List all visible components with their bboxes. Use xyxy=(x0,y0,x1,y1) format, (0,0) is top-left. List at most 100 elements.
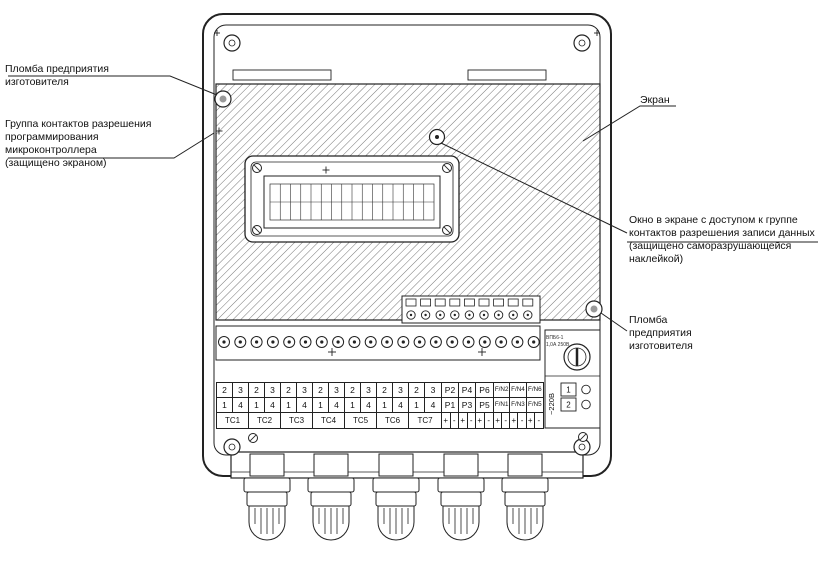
terminal-cell: P2 xyxy=(442,383,459,397)
terminal-cell: + xyxy=(442,413,451,428)
terminal-cell: 4 xyxy=(361,398,377,412)
terminal-cell: + xyxy=(527,413,535,428)
terminal-cell: - xyxy=(487,416,491,425)
plus-marks xyxy=(214,30,600,356)
leader-lines xyxy=(8,75,818,332)
leader-window xyxy=(440,142,628,234)
terminal-cell: 2 xyxy=(313,383,329,397)
power-terminal-1-label: 1 xyxy=(566,386,571,395)
terminal-cell: 2 xyxy=(409,383,425,397)
terminal-cell: F/N1 xyxy=(494,398,511,412)
lcd-bezel-screws xyxy=(252,163,452,235)
voltage-label: ~220В xyxy=(547,393,556,415)
terminal-cell: 1 xyxy=(313,398,329,412)
terminal-cell: TC4 xyxy=(313,413,345,428)
terminal-cell: P4 xyxy=(459,383,476,397)
terminal-cell: + xyxy=(476,413,485,428)
terminal-cell: TC2 xyxy=(249,413,281,428)
terminal-cell: 1 xyxy=(345,398,361,412)
terminal-cell: 2 xyxy=(281,383,297,397)
terminal-cell: F/N5 xyxy=(527,401,542,408)
shield-access-window xyxy=(428,128,446,146)
terminal-cell: - xyxy=(502,413,511,428)
vent-slot xyxy=(467,69,547,81)
terminal-cell: F/N2 xyxy=(494,383,511,397)
terminal-cell: 2 xyxy=(345,383,361,397)
terminal-cell: 1 xyxy=(409,398,425,412)
terminal-cell: 2 xyxy=(217,383,233,397)
terminal-cell: 1 xyxy=(281,398,297,412)
terminal-cell: 1 xyxy=(249,398,265,412)
terminal-cell: - xyxy=(518,413,527,428)
terminal-cell: + xyxy=(459,413,468,428)
terminal-cell: P6 xyxy=(479,385,490,395)
terminal-strip-main xyxy=(215,325,541,361)
power-terminal-2: 2 xyxy=(560,397,591,412)
terminal-cell: + xyxy=(494,413,503,428)
terminal-cell: TC6 xyxy=(377,413,409,428)
terminal-cell: 2 xyxy=(377,383,393,397)
upper-strip-terminals xyxy=(405,298,534,320)
vent-slot xyxy=(232,69,332,81)
terminal-cell: F/N4 xyxy=(510,383,527,397)
terminal-row: +-+-+- xyxy=(494,413,543,428)
power-terminal-1: 1 xyxy=(560,382,591,397)
terminal-cell: 3 xyxy=(361,383,377,397)
leader-programming-contacts xyxy=(8,132,215,159)
label-screen: Экран xyxy=(640,94,670,106)
factory-seals xyxy=(214,90,603,318)
terminal-cell: 3 xyxy=(329,383,345,397)
terminal-cell: + xyxy=(510,413,519,428)
terminal-cell: TC7 xyxy=(417,416,433,425)
terminal-cell: TC5 xyxy=(345,413,377,428)
main-strip-terminals xyxy=(218,336,540,348)
cable-glands xyxy=(243,453,549,541)
label-seal-right: Пломба предприятия изготовителя xyxy=(629,314,693,352)
terminal-cell: 3 xyxy=(430,385,436,395)
terminal-cell: 4 xyxy=(393,398,409,412)
terminal-row: +-+-+- xyxy=(442,413,493,428)
cover-screws xyxy=(248,432,588,443)
terminal-cell: - xyxy=(468,413,476,428)
lcd-character-grid xyxy=(270,184,434,220)
terminal-strip-upper xyxy=(401,295,541,324)
leader-seal-right xyxy=(600,312,628,332)
fuse-label-line1: ВПБ6-1 xyxy=(546,335,564,341)
label-programming-contacts: Группа контактов разрешения программиров… xyxy=(5,118,152,169)
terminal-cell: P3 xyxy=(459,398,476,412)
terminal-cell: 4 xyxy=(297,398,313,412)
terminal-cell: 4 xyxy=(233,398,249,412)
terminal-cell: P5 xyxy=(479,400,490,410)
terminal-cell: 4 xyxy=(329,398,345,412)
power-terminal-2-label: 2 xyxy=(566,401,571,410)
vent-slots xyxy=(232,69,547,81)
label-seal-top-left: Пломба предприятия изготовителя xyxy=(5,63,109,88)
terminal-cell: 4 xyxy=(430,400,436,410)
terminal-cell: TC3 xyxy=(281,413,313,428)
terminal-cell: 2 xyxy=(249,383,265,397)
terminal-cell: 3 xyxy=(297,383,313,397)
fuse-label-line2: 1,0А 250В xyxy=(546,342,570,348)
leader-seal-top-left xyxy=(8,75,218,96)
terminal-cell: 4 xyxy=(265,398,281,412)
label-data-write-window: Окно в экране с доступом к группе контак… xyxy=(629,214,815,265)
terminal-cell: 3 xyxy=(233,383,249,397)
terminal-cell: F/N6 xyxy=(527,386,542,393)
terminal-cell: F/N3 xyxy=(510,398,527,412)
terminal-cell: - xyxy=(537,416,541,425)
terminal-cell: 3 xyxy=(393,383,409,397)
terminal-cell: P1 xyxy=(442,398,459,412)
terminal-cell: 1 xyxy=(377,398,393,412)
